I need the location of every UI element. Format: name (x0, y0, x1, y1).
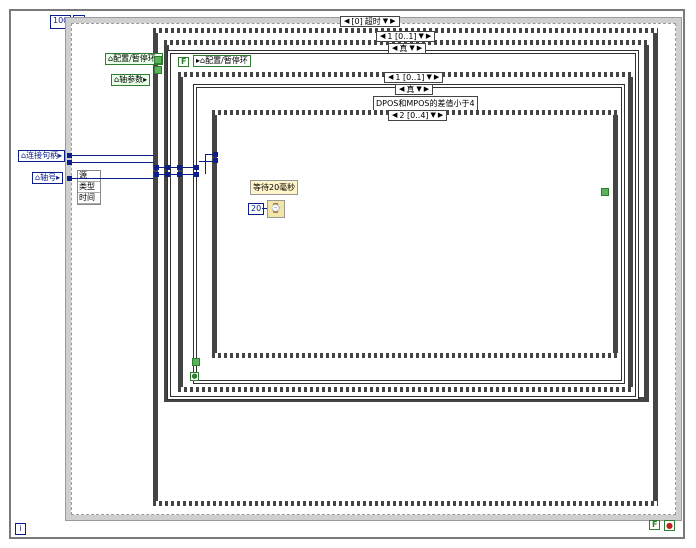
case-true-inner-label: 真 (406, 85, 415, 94)
case-outer-selector[interactable]: ◀ 1 [0..1] ▼ ▶ (376, 31, 436, 42)
case-true-top-label: 真 (399, 44, 408, 53)
wire (205, 154, 206, 174)
dropdown-arrow-icon[interactable]: ▼ (418, 32, 424, 40)
prev-arrow-icon[interactable]: ◀ (380, 32, 386, 40)
unbundle-type: 类型 (78, 182, 100, 193)
prev-arrow-icon[interactable]: ◀ (392, 44, 398, 52)
wire (72, 178, 154, 179)
tunnel (67, 160, 72, 165)
local-var-axis-param-label: 轴参数 (119, 75, 144, 84)
tunnel (194, 165, 199, 170)
prev-arrow-icon[interactable]: ◀ (344, 17, 350, 25)
case-dpos-label: DPOS和MPOS的差值小于4 (373, 96, 478, 111)
innermost-sequence-selector[interactable]: ◀ 2 [0..4] ▼ ▶ (388, 110, 448, 121)
tunnel (154, 172, 159, 177)
wire (199, 161, 213, 162)
bool-false-constant[interactable]: F (178, 57, 190, 67)
home-icon: ⌂ (114, 75, 120, 84)
loop-condition-icon[interactable]: ● (190, 372, 199, 381)
outer-sequence-selector[interactable]: ◀ [0] 超时 ▼ ▶ (340, 16, 400, 27)
error-unbundle[interactable]: 源 类型 时间 (77, 170, 101, 205)
control-connect-handle[interactable]: ⌂连接句柄▸ (18, 150, 66, 162)
innermost-sequence-structure[interactable] (212, 110, 618, 358)
prev-arrow-icon[interactable]: ◀ (392, 111, 398, 119)
wait-ms-icon[interactable]: ⌚ (267, 200, 285, 218)
stop-bool-constant[interactable]: F (649, 520, 661, 530)
local-var-config-loop-2[interactable]: ▸⌂配置/暂停环 (193, 55, 251, 67)
tunnel (67, 153, 72, 158)
outer-sequence-index: [0] (351, 17, 363, 26)
wire (159, 167, 194, 168)
dropdown-arrow-icon[interactable]: ▼ (426, 73, 432, 81)
outer-sequence-film-bottom (153, 501, 658, 506)
dropdown-arrow-icon[interactable]: ▼ (430, 111, 436, 119)
unbundle-source: 源 (78, 171, 100, 182)
inner-sequence-selector[interactable]: ◀ 1 [0..1] ▼ ▶ (384, 72, 444, 83)
tunnel (213, 152, 218, 157)
tunnel (154, 165, 159, 170)
home-icon: ⌂ (35, 173, 41, 182)
local-var-config-loop-1-label: 配置/暂停环 (113, 54, 156, 63)
shift-register (192, 358, 200, 366)
tunnel (213, 158, 218, 163)
stop-terminal-icon[interactable]: ● (664, 520, 675, 531)
inner-sequence-selector-label: 1 [0..1] (395, 73, 425, 82)
wait-label: 等待20毫秒 (250, 180, 299, 195)
unbundle-time: 时间 (78, 193, 100, 204)
local-var-config-loop-2-label: 配置/暂停环 (205, 56, 248, 65)
home-icon: ⌂ (21, 151, 27, 160)
wire (159, 174, 194, 175)
control-connect-handle-label: 连接句柄 (26, 151, 59, 160)
control-axis-number[interactable]: ⌂轴号▸ (32, 172, 64, 184)
case-true-inner-selector[interactable]: ◀ 真 ▼ ▶ (395, 84, 434, 95)
next-arrow-icon[interactable]: ▶ (423, 85, 430, 93)
local-var-axis-param[interactable]: ⌂轴参数▸ (111, 74, 151, 86)
home-icon: ⌂ (200, 56, 206, 65)
dropdown-arrow-icon[interactable]: ▼ (409, 44, 415, 52)
home-icon: ⌂ (108, 54, 114, 63)
prev-arrow-icon[interactable]: ◀ (388, 73, 394, 81)
wait-ms-constant[interactable]: 20 (248, 203, 265, 215)
inner-sequence-film-bottom (178, 387, 633, 392)
next-arrow-icon[interactable]: ▶ (437, 111, 444, 119)
next-arrow-icon[interactable]: ▶ (390, 17, 396, 25)
case-outer-selector-label: 1 [0..1] (387, 32, 417, 41)
wire (72, 155, 154, 156)
outer-sequence-name: 超时 (364, 17, 381, 26)
innermost-film-bottom (212, 353, 618, 358)
wire (205, 154, 213, 155)
tunnel (67, 176, 72, 181)
tunnel-bool (154, 66, 162, 74)
next-arrow-icon[interactable]: ▶ (425, 32, 432, 40)
output-tunnel (601, 188, 609, 196)
tunnel-bool (154, 56, 162, 64)
tunnel (194, 172, 199, 177)
case-true-top-selector[interactable]: ◀ 真 ▼ ▶ (388, 43, 427, 54)
wire (72, 162, 154, 163)
wait-wire (262, 208, 267, 209)
dropdown-arrow-icon[interactable]: ▼ (382, 17, 389, 25)
iteration-terminal: i (15, 523, 26, 535)
innermost-selector-label: 2 [0..4] (399, 111, 429, 120)
next-arrow-icon[interactable]: ▶ (416, 44, 423, 52)
dropdown-arrow-icon[interactable]: ▼ (416, 85, 422, 93)
next-arrow-icon[interactable]: ▶ (433, 73, 440, 81)
case-outer-film-top (164, 40, 649, 45)
outer-sequence-film-top (153, 28, 658, 33)
prev-arrow-icon[interactable]: ◀ (399, 85, 405, 93)
control-axis-number-label: 轴号 (40, 173, 57, 182)
